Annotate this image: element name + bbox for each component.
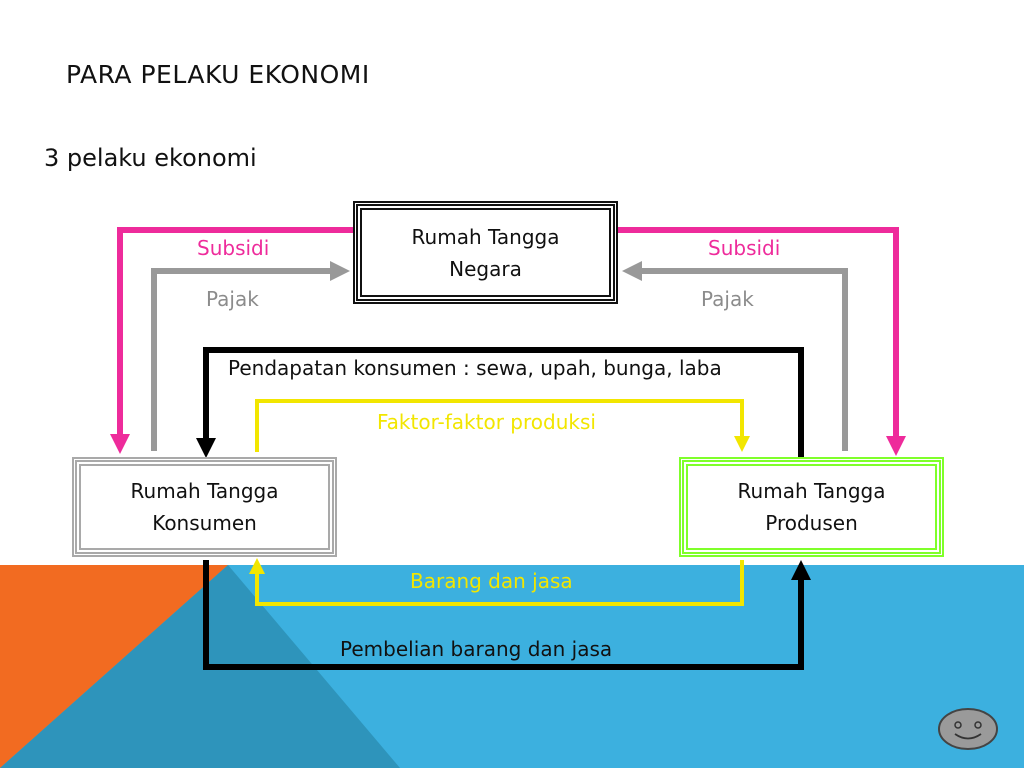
barang-arrowhead: [249, 558, 265, 574]
pajak-left-arrowhead: [330, 261, 350, 281]
subsidi-left-arrowhead: [110, 434, 130, 454]
barang-line: [255, 560, 744, 606]
node-negara-line2: Negara: [449, 256, 522, 281]
teal-triangle: [0, 565, 400, 768]
node-rumah-tangga-negara: Rumah Tangga Negara: [353, 201, 618, 304]
subsidi-left-line: [117, 227, 356, 436]
subsidi-right-line: [615, 227, 899, 438]
label-subsidi-right: Subsidi: [708, 236, 781, 260]
label-pendapatan-konsumen: Pendapatan konsumen : sewa, upah, bunga,…: [228, 356, 722, 380]
slide-subtitle: 3 pelaku ekonomi: [44, 144, 257, 172]
node-rumah-tangga-konsumen: Rumah Tangga Konsumen: [72, 457, 337, 557]
pembelian-line: [203, 560, 804, 670]
pendapatan-arrowhead: [196, 438, 216, 458]
pajak-left-line: [151, 268, 332, 451]
node-produsen-line2: Produsen: [765, 511, 858, 535]
pajak-right-line: [640, 268, 848, 451]
label-faktor-produksi: Faktor-faktor produksi: [377, 410, 596, 434]
faktor-arrowhead: [734, 436, 750, 452]
smiley-face-icon[interactable]: [937, 707, 999, 751]
node-negara-line1: Rumah Tangga: [411, 224, 560, 249]
node-konsumen-line2: Konsumen: [152, 511, 257, 535]
label-pajak-right: Pajak: [701, 287, 754, 311]
label-pembelian-barang-dan-jasa: Pembelian barang dan jasa: [340, 637, 613, 661]
label-subsidi-left: Subsidi: [197, 236, 270, 260]
pembelian-arrowhead: [791, 560, 811, 580]
subsidi-right-arrowhead: [886, 436, 906, 456]
faktor-line: [255, 399, 744, 452]
pendapatan-line: [203, 347, 804, 462]
node-konsumen-line1: Rumah Tangga: [130, 479, 279, 503]
pajak-right-arrowhead: [622, 261, 642, 281]
label-barang-dan-jasa: Barang dan jasa: [410, 569, 573, 593]
slide-title: PARA PELAKU EKONOMI: [66, 60, 370, 89]
label-pajak-left: Pajak: [206, 287, 259, 311]
node-rumah-tangga-produsen: Rumah Tangga Produsen: [679, 457, 944, 557]
node-produsen-line1: Rumah Tangga: [737, 479, 886, 503]
